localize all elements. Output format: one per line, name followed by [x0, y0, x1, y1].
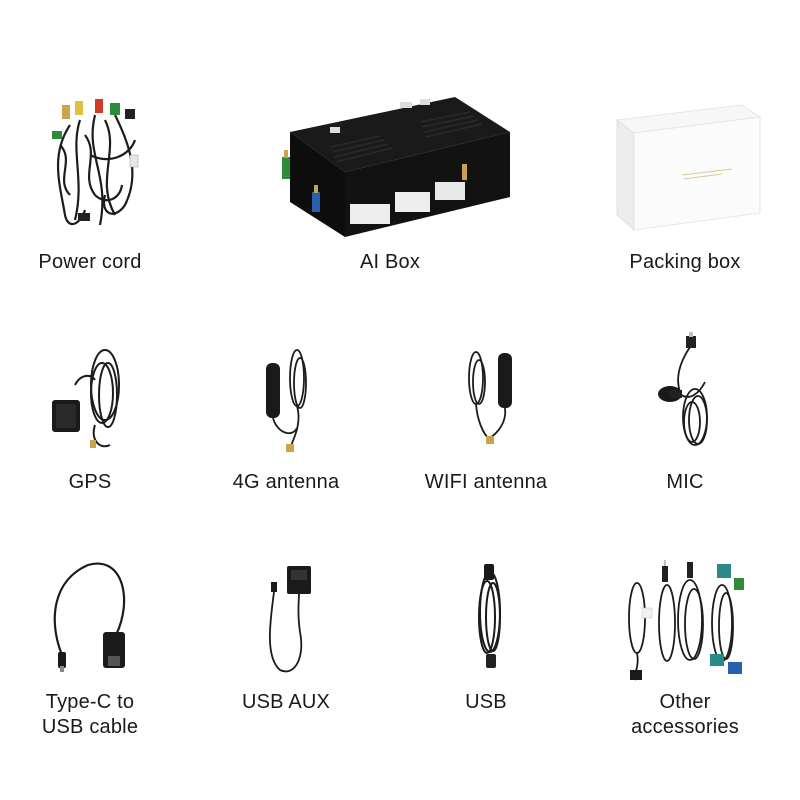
- ai-box-label: AI Box: [359, 251, 421, 273]
- packing-box-label: Packing box: [629, 251, 741, 273]
- power-cord-label: Power cord: [38, 251, 142, 273]
- type-c-usb-cable-label-line1: Type-C to: [45, 691, 135, 713]
- 4g-antenna-label: 4G antenna: [232, 471, 340, 493]
- other-accessories-label-line1: Other: [659, 691, 711, 713]
- type-c-usb-cable-image: [48, 560, 133, 675]
- mic-image: [650, 332, 720, 452]
- ai-box-image: [270, 92, 515, 242]
- wifi-antenna-image: [462, 348, 522, 453]
- usb-label: USB: [465, 691, 507, 713]
- other-accessories-label-line2: accessories: [631, 716, 739, 738]
- gps-antenna-image: [50, 345, 130, 455]
- packing-box-image: [612, 104, 762, 232]
- other-accessories-image: [622, 558, 752, 683]
- type-c-usb-cable-label-line2: USB cable: [41, 716, 139, 738]
- type-c-usb-cable-label: Type-C to USB cable: [0, 690, 190, 740]
- usb-cable-image: [470, 562, 510, 672]
- gps-label: GPS: [68, 471, 112, 493]
- power-cord-image: [40, 95, 150, 235]
- usb-aux-label: USB AUX: [241, 691, 331, 713]
- mic-label: MIC: [666, 471, 704, 493]
- wifi-antenna-label: WIFI antenna: [424, 471, 548, 493]
- usb-aux-image: [265, 562, 320, 677]
- 4g-antenna-image: [262, 348, 322, 453]
- other-accessories-label: Other accessories: [585, 690, 785, 740]
